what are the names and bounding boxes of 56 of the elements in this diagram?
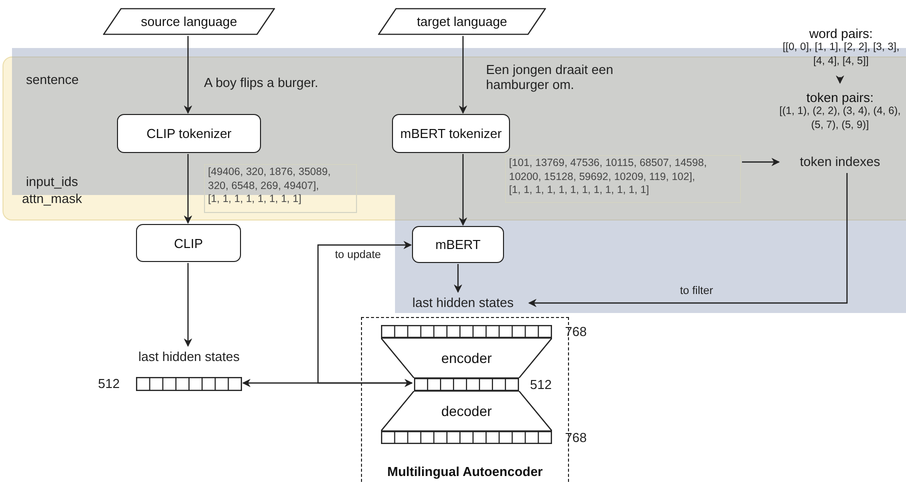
row-label: attn_mask: [22, 191, 82, 206]
arrow: [184, 263, 192, 347]
heading-text: word pairs:: [809, 26, 873, 41]
row-label: 768: [565, 430, 587, 445]
edge-label: to filter: [680, 285, 714, 297]
input-parallelogram: [103, 8, 275, 35]
node-label: mBERT tokenizer: [400, 126, 502, 141]
heading-text: token pairs:: [806, 90, 874, 105]
arrow: [836, 75, 844, 84]
input-parallelogram: [378, 8, 546, 35]
text-label: last hidden states: [398, 293, 528, 313]
vector-bar: [381, 325, 552, 338]
edge-label: Een jongen draait een hamburger om.: [486, 62, 614, 92]
row-label: input_ids: [26, 174, 78, 189]
node-label: encoder: [441, 350, 492, 366]
vector-bar: [136, 377, 242, 391]
process-box: [136, 224, 241, 262]
dimension-label: 512: [98, 376, 120, 391]
token-ids-text: [101, 13769, 47536, 10115, 68507, 14598, 10200, 15128, 59692, 10209, 119, 102],: [509, 157, 708, 184]
token-ids-text: [1, 1, 1, 1, 1, 1, 1, 1, 1, 1, 1, 1]: [509, 184, 650, 198]
arrow: [317, 240, 412, 384]
token-ids-text: [49406, 320, 1876, 35089, 320, 6548, 269, 49407],: [208, 166, 332, 194]
vector-bar: [381, 431, 552, 444]
arrow: [458, 154, 468, 226]
edge-label: A boy flips a burger.: [204, 75, 320, 90]
process-box: [412, 226, 504, 263]
token-ids-box: [505, 155, 741, 203]
row-label: 768: [565, 324, 587, 339]
frame-title: Multilingual Autoencoder: [387, 464, 543, 479]
vector-bar: [414, 378, 519, 391]
node-label: mBERT: [435, 237, 481, 252]
arrow: [184, 36, 192, 114]
node-label: target language: [416, 14, 508, 29]
row-label: sentence: [26, 72, 79, 87]
node-label: decoder: [441, 403, 492, 419]
process-box: [392, 114, 510, 153]
token-ids-box: [204, 164, 357, 213]
row-label: 512: [530, 377, 552, 392]
arrow: [742, 158, 780, 166]
node-label: CLIP: [174, 236, 203, 250]
text-label: token indexes: [780, 152, 900, 172]
token-ids-text: [1, 1, 1, 1, 1, 1, 1, 1]: [208, 193, 302, 207]
edge-label: to update: [335, 249, 381, 261]
node-label: source language: [140, 14, 238, 29]
arrow: [242, 378, 413, 388]
arrow: [458, 36, 468, 114]
encoder-trapezoid: [381, 338, 552, 378]
arrow: [454, 264, 462, 293]
text-label: last hidden states: [126, 347, 252, 367]
decoder-trapezoid: [381, 391, 552, 431]
pairs-text: [[0, 0], [1, 1], [2, 2], [3, 3], [4, 4], [4, 5]]: [782, 40, 900, 68]
arrow: [184, 154, 192, 224]
process-box: [117, 114, 261, 153]
arrow: [528, 173, 848, 308]
node-label: CLIP tokenizer: [146, 126, 232, 141]
pairs-text: [(1, 1), (2, 2), (3, 4), (4, 6), (5, 7), (5, 9)]: [778, 104, 902, 132]
